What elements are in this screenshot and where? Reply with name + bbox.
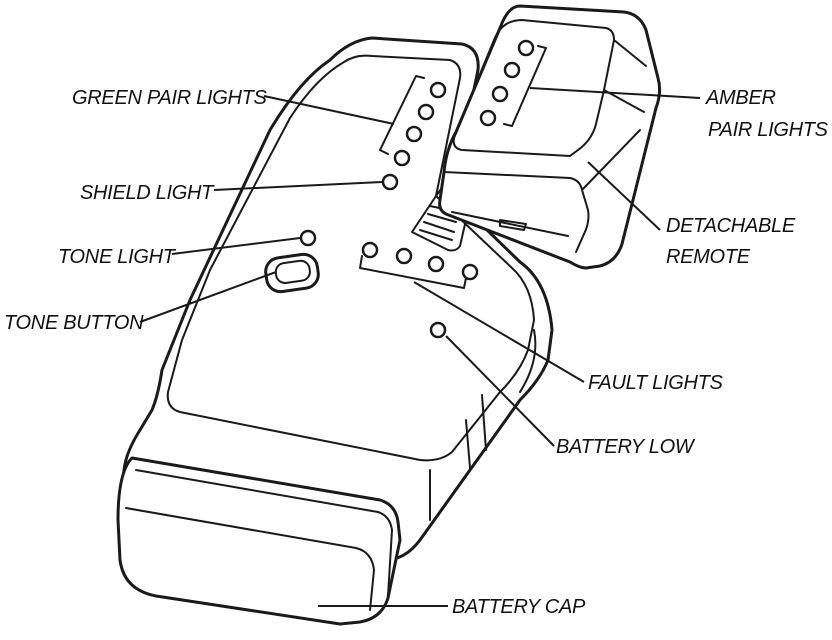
label-detachable-line2: REMOTE [666,246,751,268]
label-green-pair-lights: GREEN PAIR LIGHTS [72,87,268,109]
fault-light-4 [463,265,477,279]
green-pair-light-2 [419,105,433,119]
label-battery-cap: BATTERY CAP [452,596,586,618]
label-detachable-line1: DETACHABLE [666,215,796,237]
fault-light-3 [429,257,443,271]
green-pair-light-4 [395,151,409,165]
label-amber-line1: AMBER [705,87,776,109]
label-battery-low: BATTERY LOW [556,436,696,458]
amber-pair-light-1 [519,41,533,55]
label-amber-line2: PAIR LIGHTS [708,119,829,141]
amber-pair-light-4 [481,111,495,125]
label-fault-lights: FAULT LIGHTS [588,372,724,394]
fault-light-2 [397,249,411,263]
label-tone-button: TONE BUTTON [4,312,144,334]
battery-low-light [431,323,445,337]
label-tone-light: TONE LIGHT [58,246,177,268]
green-pair-light-3 [407,127,421,141]
fault-light-1 [363,243,377,257]
green-pair-light-1 [431,83,445,97]
shield-light [383,175,397,189]
label-shield-light: SHIELD LIGHT [80,182,215,204]
amber-pair-light-3 [493,87,507,101]
amber-pair-light-2 [505,63,519,77]
tone-light [301,231,315,245]
